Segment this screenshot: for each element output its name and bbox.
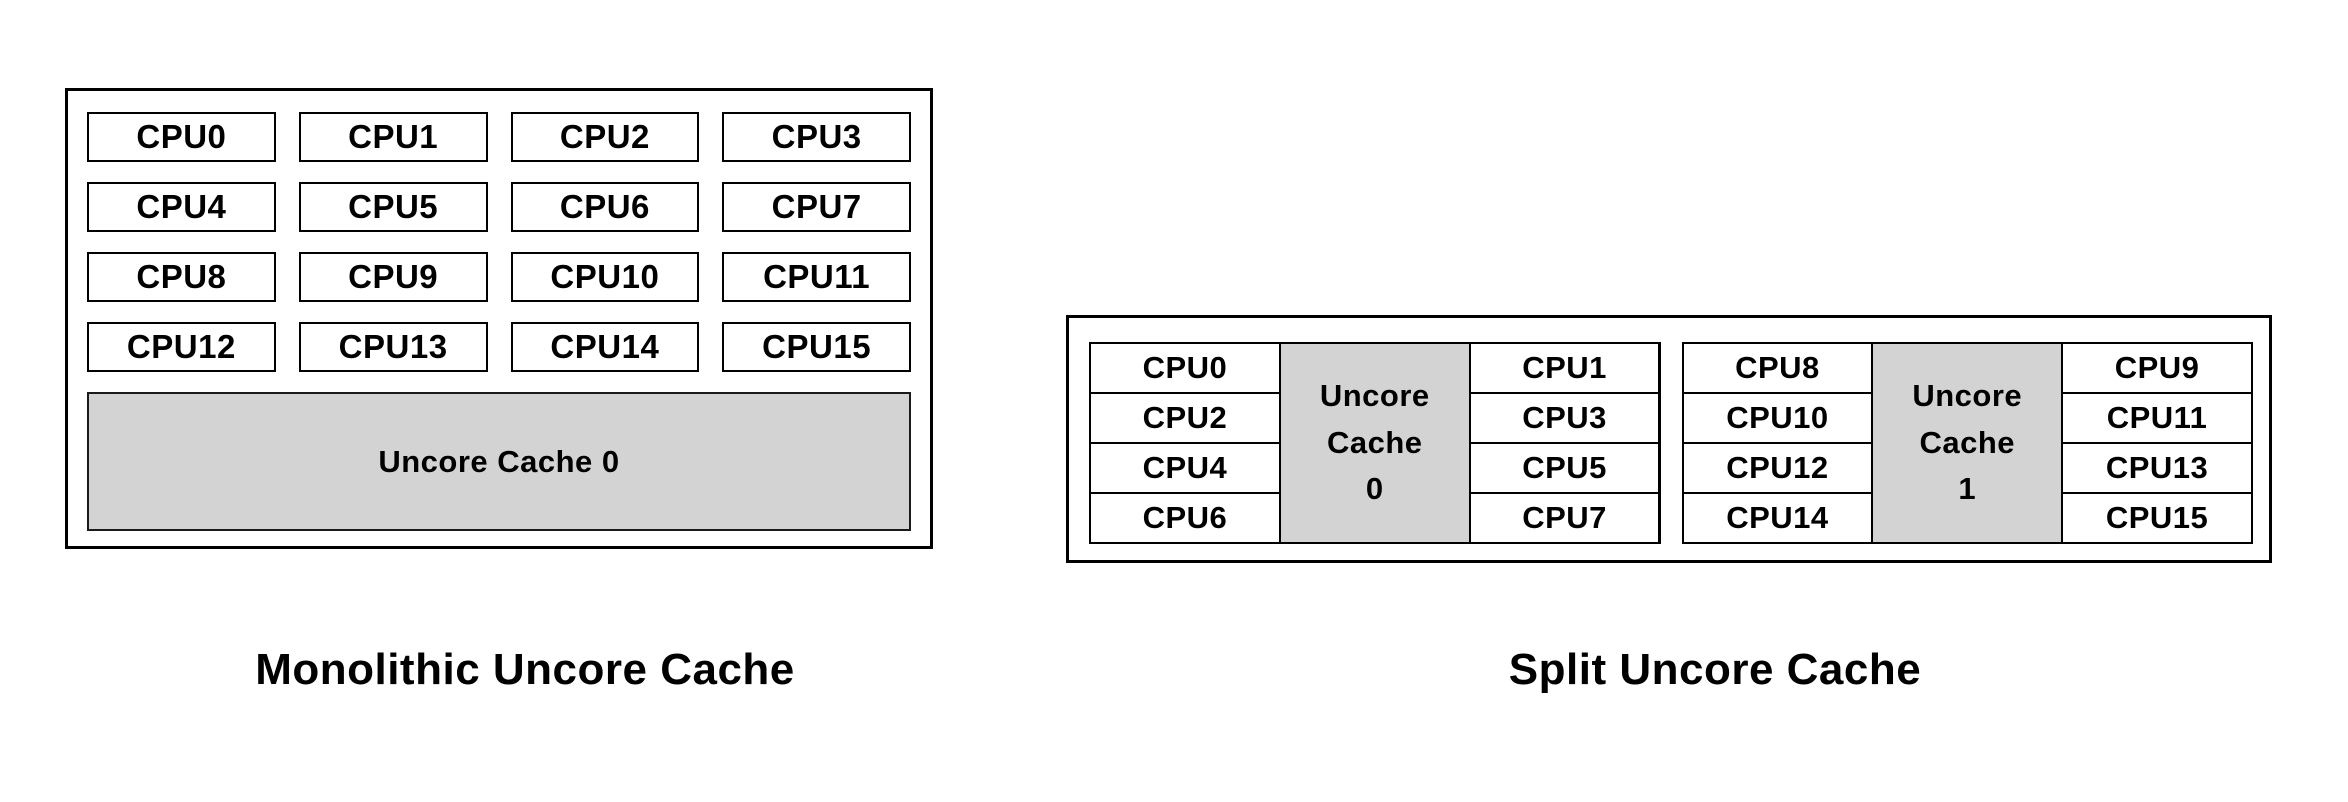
split-caption: Split Uncore Cache — [1508, 645, 1922, 694]
cpu-box-6: CPU6 — [510, 182, 700, 232]
cpu-box-11: CPU11 — [722, 252, 911, 302]
cpu-box-14: CPU14 — [510, 322, 700, 372]
uncore-cache-0-cell: Uncore Cache 0 — [1280, 344, 1469, 542]
cpu-box-8: CPU8 — [87, 252, 276, 302]
monolithic-caption: Monolithic Uncore Cache — [255, 645, 795, 694]
cpu-box-3: CPU3 — [722, 112, 911, 162]
cpu-cell-13: CPU13 — [2063, 444, 2251, 492]
cpu-box-5: CPU5 — [298, 182, 488, 232]
cpu-box-2: CPU2 — [510, 112, 700, 162]
cpu-box-10: CPU10 — [510, 252, 700, 302]
cpu-cell-3: CPU3 — [1470, 394, 1659, 442]
cpu-cell-0: CPU0 — [1091, 344, 1279, 392]
cpu-box-1: CPU1 — [298, 112, 488, 162]
uncore-cache-0-box: Uncore Cache 0 — [87, 392, 911, 531]
cpu-cell-11: CPU11 — [2063, 394, 2251, 442]
cpu-box-0: CPU0 — [87, 112, 276, 162]
cpu-cell-12: CPU12 — [1683, 444, 1872, 492]
cpu-cell-6: CPU6 — [1091, 494, 1279, 542]
cpu-cell-15: CPU15 — [2063, 494, 2251, 542]
cpu-box-13: CPU13 — [298, 322, 488, 372]
cpu-box-4: CPU4 — [87, 182, 276, 232]
split-chip-box: CPU0 CPU2 CPU4 CPU6 Uncore Cache 0 CPU1 … — [1066, 315, 2272, 563]
cpu-cell-4: CPU4 — [1091, 444, 1279, 492]
cpu-cell-2: CPU2 — [1091, 394, 1279, 442]
cpu-cell-8: CPU8 — [1683, 344, 1872, 392]
cpu-cell-7: CPU7 — [1470, 494, 1659, 542]
cpu-box-15: CPU15 — [722, 322, 911, 372]
cpu-cell-1: CPU1 — [1470, 344, 1659, 392]
cpu-cell-10: CPU10 — [1683, 394, 1872, 442]
cpu-cell-14: CPU14 — [1683, 494, 1872, 542]
cpu-box-7: CPU7 — [722, 182, 911, 232]
cpu-box-12: CPU12 — [87, 322, 276, 372]
cpu-box-9: CPU9 — [298, 252, 488, 302]
cpu-cell-9: CPU9 — [2063, 344, 2251, 392]
cluster-0: CPU0 CPU2 CPU4 CPU6 Uncore Cache 0 CPU1 … — [1089, 342, 1661, 544]
cpu-cell-5: CPU5 — [1470, 444, 1659, 492]
monolithic-cpu-grid: CPU0 CPU1 CPU2 CPU3 CPU4 CPU5 CPU6 CPU7 … — [87, 112, 911, 372]
monolithic-chip-box: CPU0 CPU1 CPU2 CPU3 CPU4 CPU5 CPU6 CPU7 … — [65, 88, 933, 549]
cluster-1: CPU8 CPU10 CPU12 CPU14 Uncore Cache 1 CP… — [1681, 342, 2253, 544]
uncore-cache-1-cell: Uncore Cache 1 — [1873, 344, 2062, 542]
